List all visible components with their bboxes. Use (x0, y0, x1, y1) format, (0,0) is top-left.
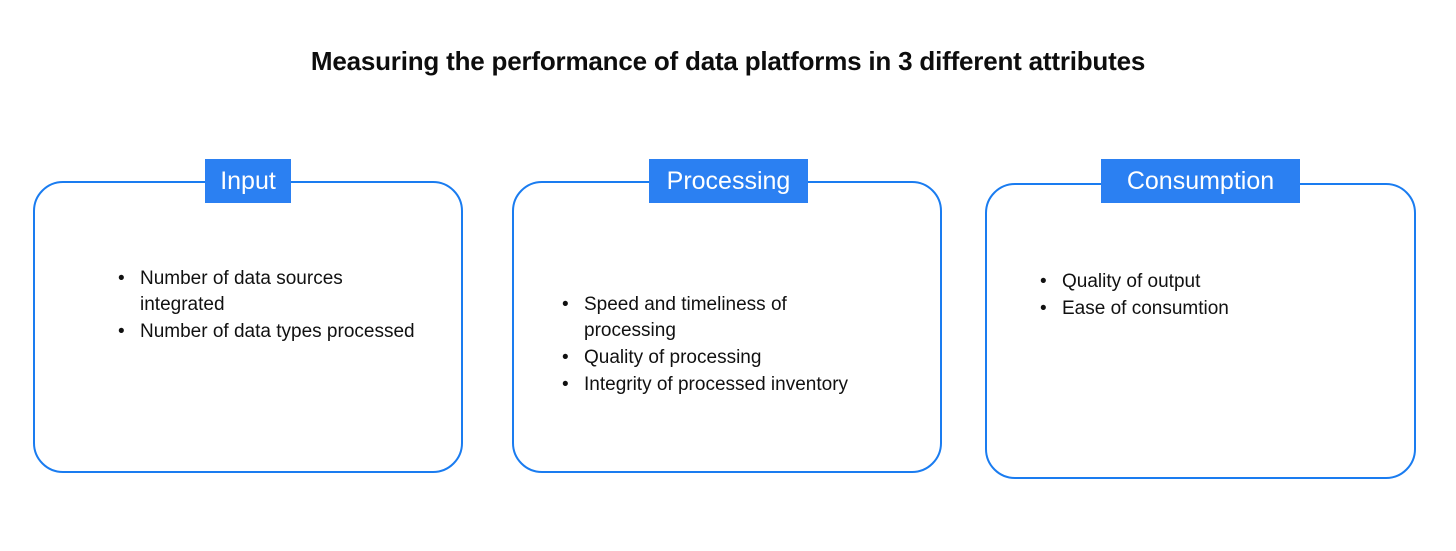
list-item: • Integrity of processed inventory (560, 372, 870, 398)
bullet-icon: • (562, 374, 569, 395)
bullet-icon: • (118, 321, 125, 342)
bullet-list-processing: • Speed and timeliness of processing • Q… (560, 292, 870, 399)
list-item: • Quality of output (1038, 269, 1348, 295)
bullet-icon: • (1040, 271, 1047, 292)
list-item: • Number of data sources integrated (116, 266, 416, 318)
bullet-icon: • (562, 294, 569, 315)
list-item: • Number of data types processed (116, 319, 416, 345)
bullet-list-input: • Number of data sources integrated • Nu… (116, 266, 416, 346)
list-item-label: Integrity of processed inventory (584, 374, 849, 395)
list-item-label: Number of data sources integrated (140, 268, 343, 315)
list-item-label: Quality of output (1062, 271, 1201, 292)
list-item-label: Speed and timeliness of processing (584, 294, 787, 341)
panel-header-consumption: Consumption (1101, 159, 1300, 203)
panel-consumption (985, 183, 1416, 479)
list-item-label: Quality of processing (584, 347, 762, 368)
bullet-icon: • (562, 347, 569, 368)
list-item: • Speed and timeliness of processing (560, 292, 870, 344)
page-title: Measuring the performance of data platfo… (310, 46, 1146, 76)
list-item: • Ease of consumtion (1038, 296, 1348, 322)
bullet-icon: • (118, 268, 125, 289)
panel-header-input: Input (205, 159, 291, 203)
bullet-icon: • (1040, 298, 1047, 319)
list-item-label: Number of data types processed (140, 321, 415, 342)
list-item-label: Ease of consumtion (1062, 298, 1229, 319)
list-item: • Quality of processing (560, 345, 870, 371)
bullet-list-consumption: • Quality of output • Ease of consumtion (1038, 269, 1348, 323)
panel-header-processing: Processing (649, 159, 808, 203)
